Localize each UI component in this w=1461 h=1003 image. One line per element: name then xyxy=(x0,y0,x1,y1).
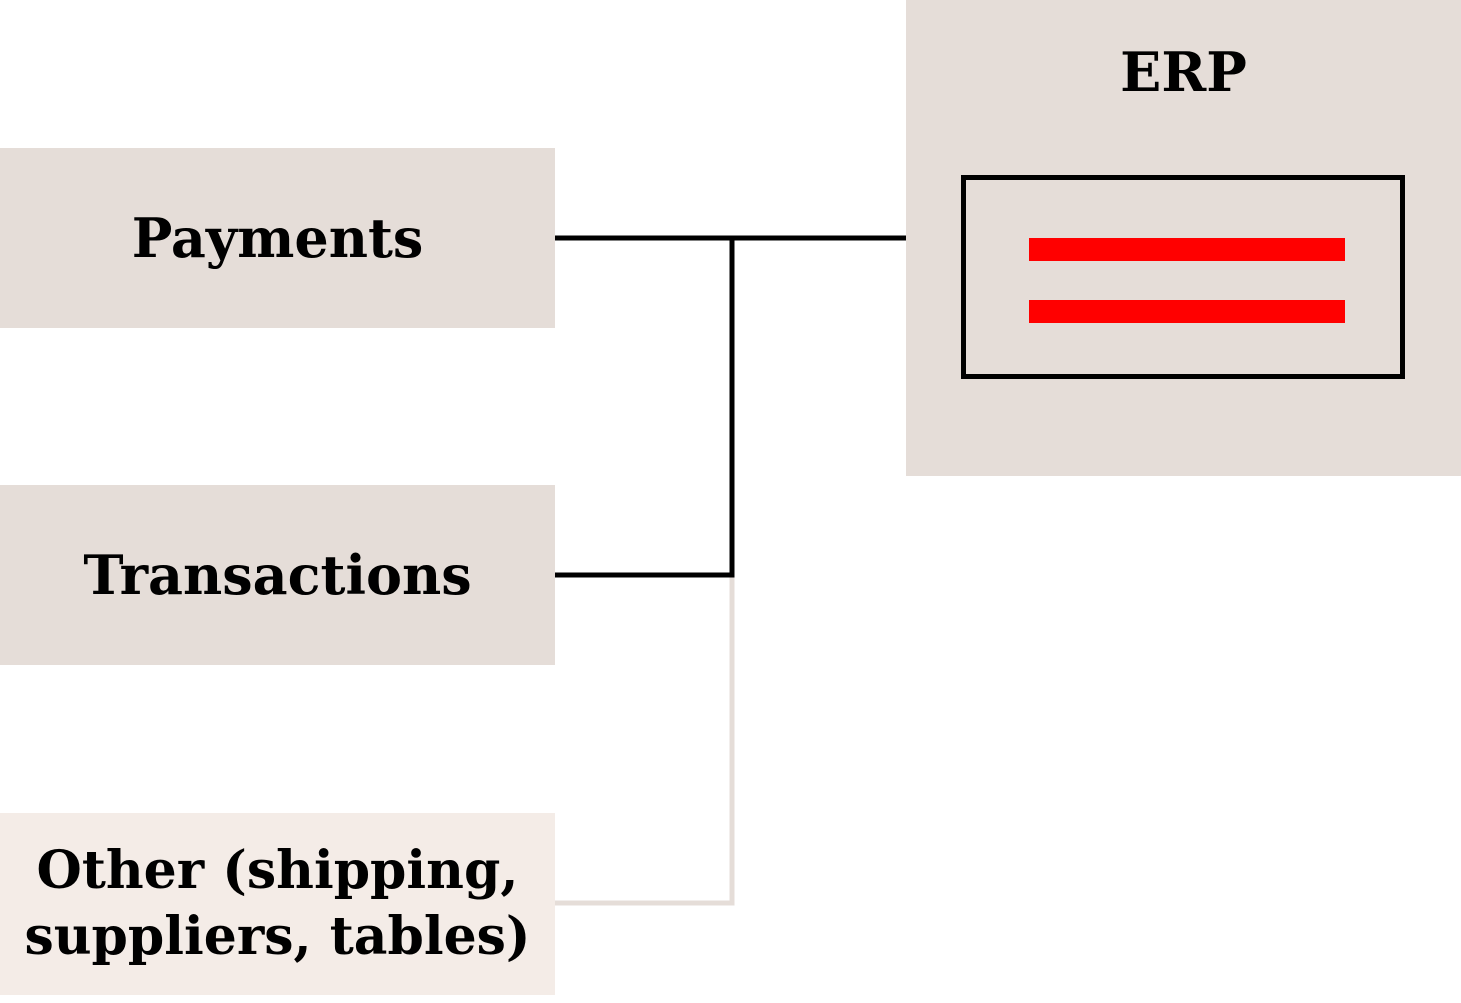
erp-line-1 xyxy=(1029,238,1345,261)
connector-other xyxy=(555,575,735,906)
transactions-label: Transactions xyxy=(83,543,472,607)
other-label-line-1: Other (shipping, xyxy=(36,840,519,901)
transactions-node: Transactions xyxy=(0,485,555,665)
other-label-line-2: suppliers, tables) xyxy=(24,906,531,967)
document-lines-icon xyxy=(961,175,1405,379)
payments-node: Payments xyxy=(0,148,555,328)
other-label: Other (shipping, suppliers, tables) xyxy=(24,838,530,970)
payments-label: Payments xyxy=(131,206,424,270)
erp-line-2 xyxy=(1029,300,1345,323)
erp-panel: ERP xyxy=(906,0,1461,476)
other-node: Other (shipping, suppliers, tables) xyxy=(0,813,555,995)
connector-transactions xyxy=(555,238,735,578)
erp-title: ERP xyxy=(1120,40,1247,104)
